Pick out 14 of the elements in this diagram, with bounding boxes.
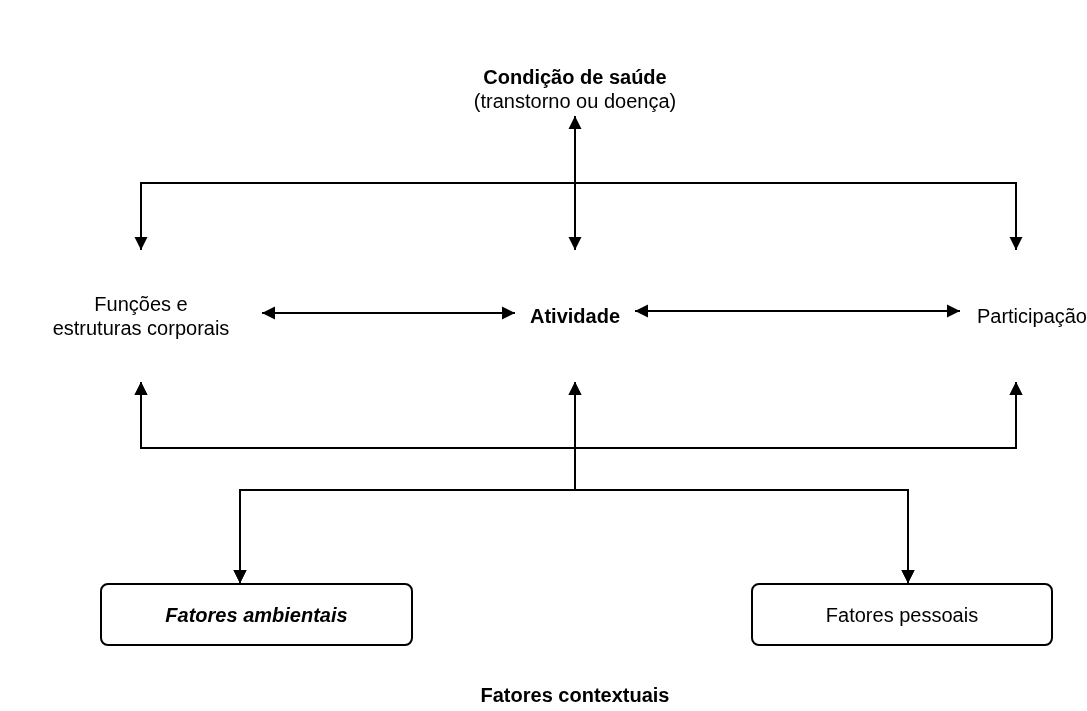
box-label: Fatores pessoais xyxy=(825,602,979,627)
arrow xyxy=(261,306,516,320)
arrow xyxy=(574,115,1023,251)
box-label: Fatores ambientais xyxy=(165,602,348,627)
factor-box xyxy=(751,583,1053,646)
node-subtitle: (transtorno ou doença) xyxy=(472,89,678,113)
factor-box xyxy=(100,583,413,646)
arrow xyxy=(634,304,961,318)
arrow xyxy=(574,381,1023,584)
node-label: Participação xyxy=(975,304,1087,328)
node-label: Funções e estruturas corporais xyxy=(51,292,231,340)
node-label: Atividade xyxy=(529,304,621,328)
group-caption: Fatores contextuais xyxy=(479,684,671,707)
node-label: Condição de saúde xyxy=(482,65,668,89)
